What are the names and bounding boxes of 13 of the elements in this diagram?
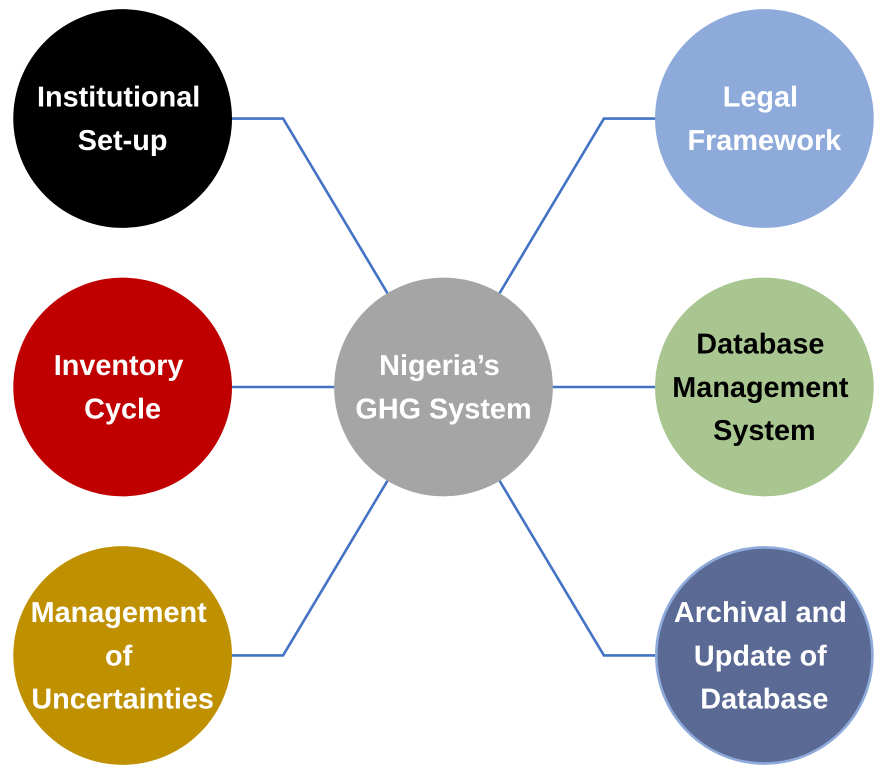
connector bbox=[498, 117, 656, 295]
connector bbox=[230, 117, 390, 295]
node-circle: Database Management System bbox=[655, 278, 874, 496]
node-circle: Inventory Cycle bbox=[13, 278, 232, 496]
connector bbox=[552, 386, 656, 388]
node-circle: Management of Uncertainties bbox=[13, 546, 232, 765]
node-circle: Archival and Update of Database bbox=[655, 546, 874, 765]
connector bbox=[230, 386, 336, 388]
node-circle: Nigeria’s GHG System bbox=[334, 278, 553, 496]
connector bbox=[498, 479, 656, 657]
node-circle: Legal Framework bbox=[655, 9, 874, 228]
connector bbox=[230, 479, 390, 657]
node-circle: Institutional Set-up bbox=[13, 9, 232, 228]
